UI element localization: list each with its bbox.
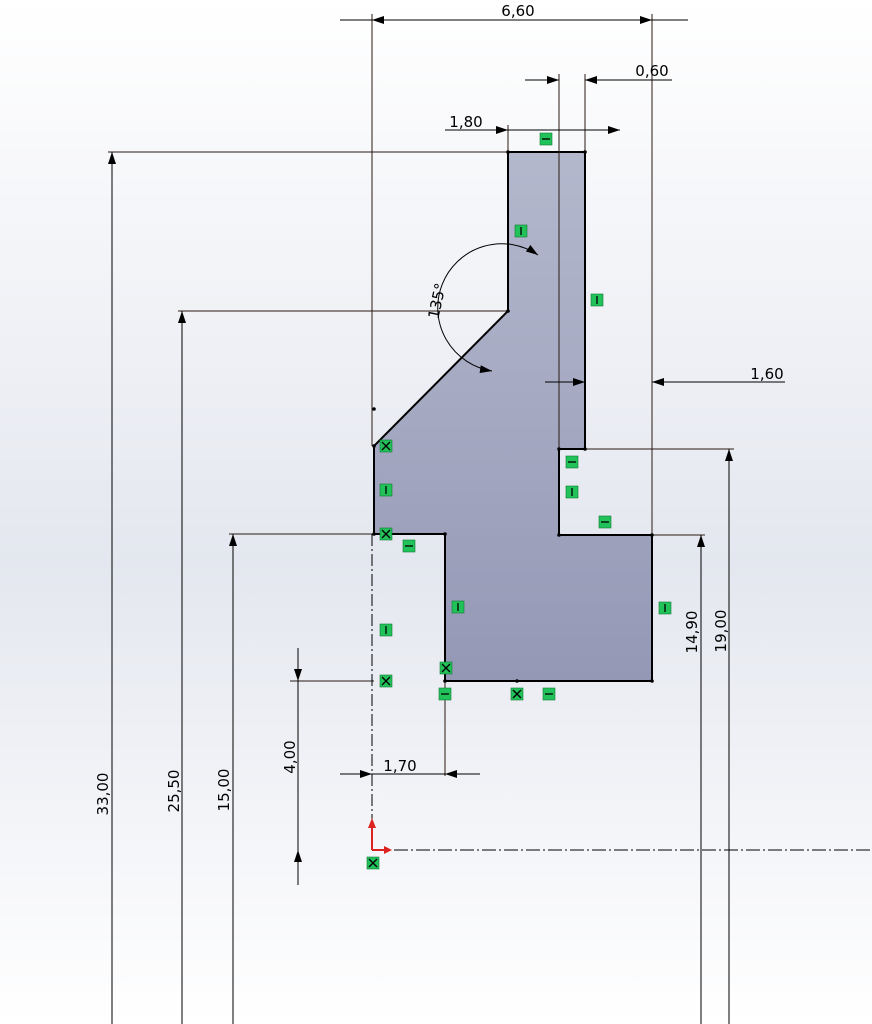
dim-width-offset[interactable]: 1,70 — [383, 757, 416, 775]
relation-horizontal-icon[interactable] — [438, 687, 452, 701]
relation-vertical-icon[interactable] — [379, 623, 393, 637]
relation-vertical-icon[interactable] — [379, 483, 393, 497]
relation-vertical-icon[interactable] — [590, 293, 604, 307]
relation-horizontal-icon[interactable] — [542, 687, 556, 701]
relation-horizontal-icon[interactable] — [539, 132, 553, 146]
dim-width-overall[interactable]: 6,60 — [501, 2, 534, 20]
dimension-lines-vertical — [108, 152, 733, 1024]
dimension-lines-horizontal — [340, 16, 785, 778]
dim-width-top[interactable]: 1,80 — [449, 113, 482, 131]
dim-height-step[interactable]: 15,00 — [215, 769, 233, 812]
relation-horizontal-icon[interactable] — [402, 539, 416, 553]
relation-coincident-icon[interactable] — [439, 661, 453, 675]
dim-width-wall[interactable]: 1,60 — [750, 365, 783, 383]
relation-coincident-icon[interactable] — [379, 439, 393, 453]
relation-vertical-icon[interactable] — [565, 485, 579, 499]
origin-x-arrow — [384, 846, 392, 854]
relation-coincident-icon[interactable] — [366, 856, 380, 870]
relation-coincident-icon[interactable] — [510, 687, 524, 701]
dim-height-neck[interactable]: 25,50 — [165, 770, 183, 813]
relation-horizontal-icon[interactable] — [565, 455, 579, 469]
relation-horizontal-icon[interactable] — [598, 515, 612, 529]
angle-dimension-arc — [437, 243, 539, 374]
relation-vertical-icon[interactable] — [514, 224, 528, 238]
sketch-points — [372, 150, 654, 683]
relation-vertical-icon[interactable] — [658, 601, 672, 615]
dim-height-notch[interactable]: 19,00 — [712, 610, 730, 653]
relation-coincident-icon[interactable] — [379, 674, 393, 688]
dim-height-bottom[interactable]: 4,00 — [281, 740, 299, 773]
dim-width-slot[interactable]: 0,60 — [635, 62, 668, 80]
relation-coincident-icon[interactable] — [379, 527, 393, 541]
origin-y-arrow — [368, 818, 376, 828]
dim-height-right-step[interactable]: 14,90 — [683, 611, 701, 654]
relation-markers — [366, 132, 672, 870]
relation-vertical-icon[interactable] — [451, 600, 465, 614]
dim-height-overall[interactable]: 33,00 — [94, 773, 112, 816]
